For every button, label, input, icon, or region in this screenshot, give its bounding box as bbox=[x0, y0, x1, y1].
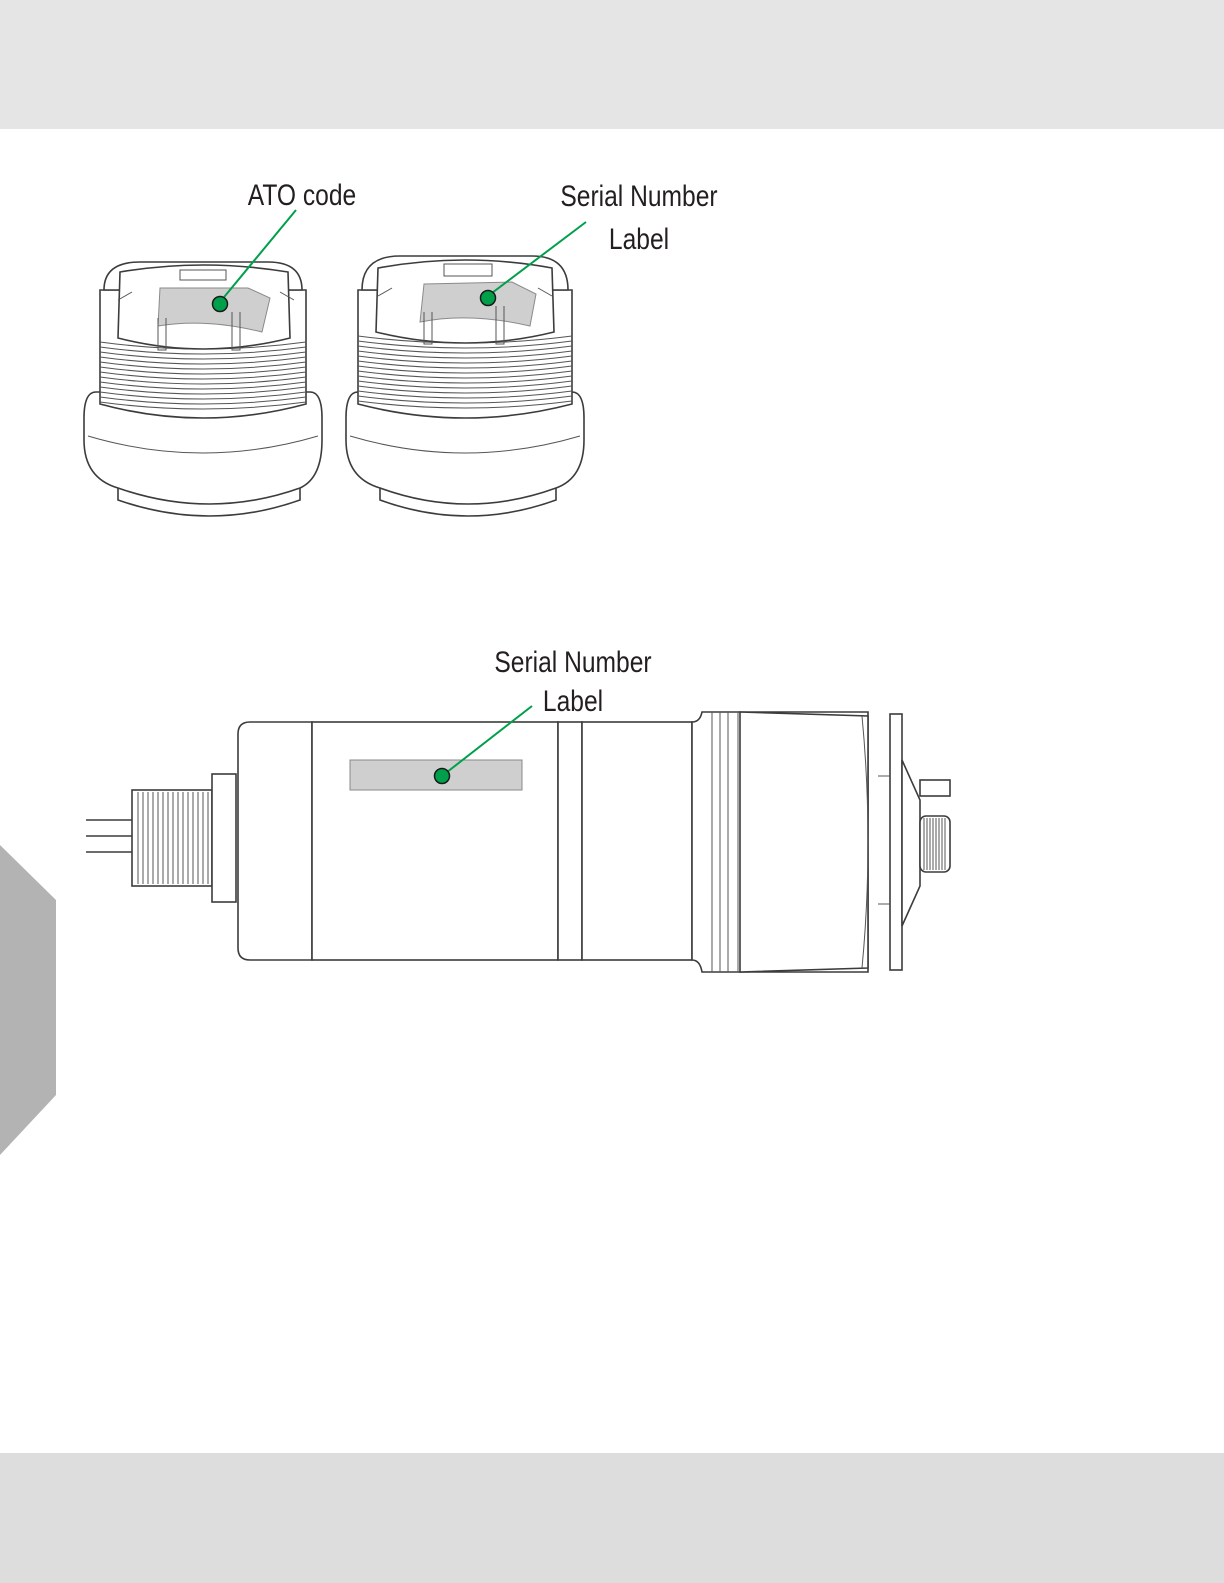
connector-right bbox=[346, 256, 584, 516]
callout-serial-bottom-line1: Serial Number bbox=[487, 643, 659, 683]
callout-serial-top-line1: Serial Number bbox=[553, 177, 725, 217]
sensor-body bbox=[86, 712, 950, 972]
marker-serial-top bbox=[481, 291, 496, 306]
callout-ato-code: ATO code bbox=[245, 176, 360, 216]
connector-left bbox=[84, 262, 322, 516]
callout-serial-bottom-line2: Label bbox=[528, 682, 618, 722]
callout-serial-top-line2: Label bbox=[594, 220, 684, 260]
marker-serial-bottom bbox=[435, 769, 450, 784]
marker-ato-code bbox=[213, 297, 228, 312]
